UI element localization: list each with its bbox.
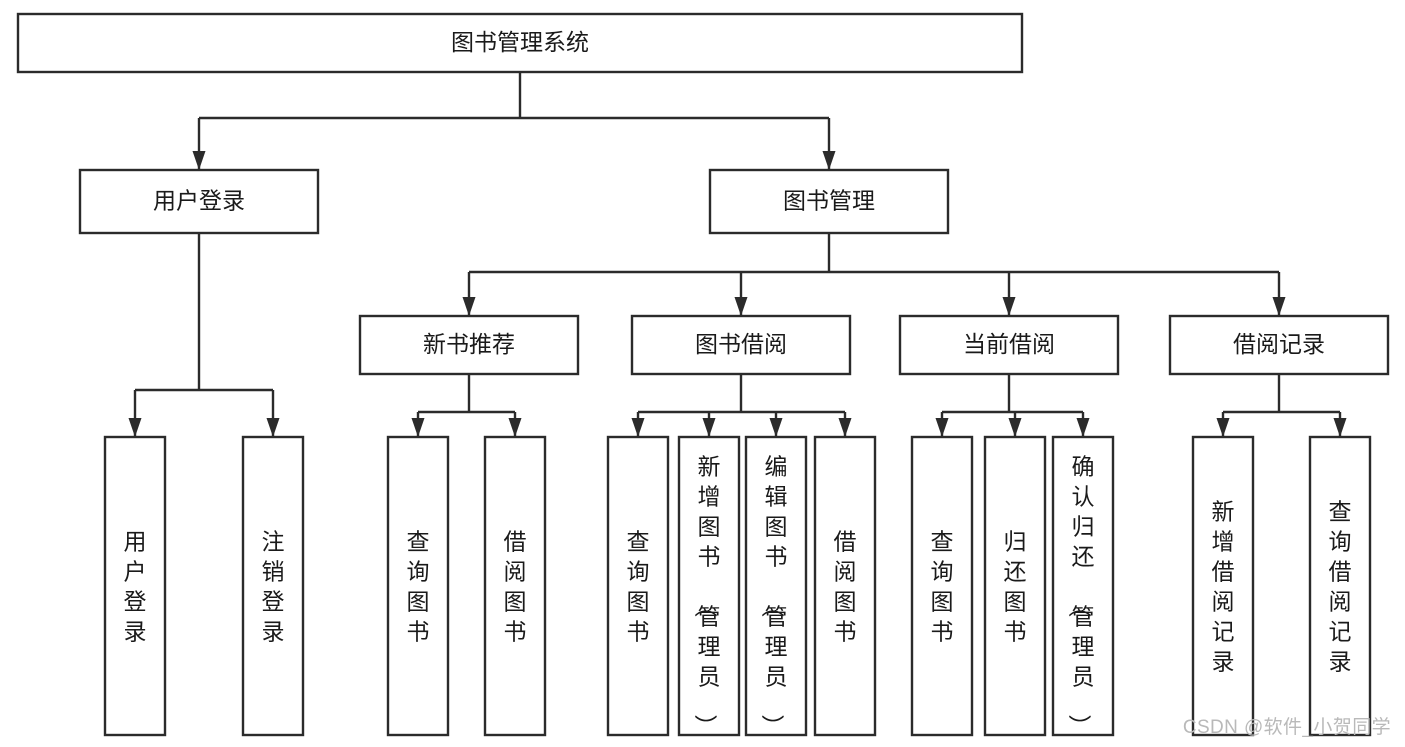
node-box-current-borrow	[898, 314, 1120, 376]
node-label-leaf-logout: 注销登录	[262, 528, 285, 644]
node-box-new-book-recommend	[358, 314, 580, 376]
node-box-leaf-query-book-3	[910, 435, 974, 737]
node-book-borrow[interactable]: 图书借阅	[630, 314, 852, 376]
node-label-leaf-query-book-2: 查询图书	[627, 528, 650, 644]
node-leaf-user-login[interactable]: 用户登录	[103, 435, 167, 737]
arrow-head-icon	[1076, 418, 1090, 437]
node-box-borrow-record	[1168, 314, 1390, 376]
node-leaf-query-book-1[interactable]: 查询图书	[386, 435, 450, 737]
node-leaf-borrow-book-1[interactable]: 借阅图书	[483, 435, 547, 737]
arrow-head-icon	[702, 418, 716, 437]
node-label-new-book-recommend: 新书推荐	[423, 331, 515, 357]
node-label-leaf-confirm-return: 确认归还（管理员）	[1067, 453, 1095, 737]
node-label-leaf-return-book: 归还图书	[1004, 528, 1027, 644]
arrow-head-icon	[822, 151, 836, 170]
node-label-leaf-borrow-book-2: 借阅图书	[834, 528, 857, 644]
arrow-head-icon	[935, 418, 949, 437]
node-box-leaf-confirm-return	[1051, 435, 1115, 737]
node-label-current-borrow: 当前借阅	[963, 331, 1055, 357]
node-box-leaf-add-record	[1191, 435, 1255, 737]
arrow-head-icon	[1272, 297, 1286, 316]
node-label-leaf-query-record: 查询借阅记录	[1329, 498, 1352, 674]
node-leaf-return-book[interactable]: 归还图书	[983, 435, 1047, 737]
node-box-book-manage	[708, 168, 950, 235]
arrow-head-icon	[128, 418, 142, 437]
node-book-manage[interactable]: 图书管理	[708, 168, 950, 235]
node-current-borrow[interactable]: 当前借阅	[898, 314, 1120, 376]
node-box-leaf-add-book	[677, 435, 741, 737]
arrow-head-icon	[462, 297, 476, 316]
node-leaf-edit-book[interactable]: 编辑图书（管理员）	[744, 435, 808, 737]
node-box-user-login	[78, 168, 320, 235]
arrow-head-icon	[192, 151, 206, 170]
node-box-leaf-borrow-book-1	[483, 435, 547, 737]
node-label-leaf-query-book-1: 查询图书	[407, 528, 430, 644]
node-box-leaf-logout	[241, 435, 305, 737]
node-label-borrow-record: 借阅记录	[1233, 331, 1325, 357]
node-root[interactable]: 图书管理系统	[16, 12, 1024, 74]
node-label-leaf-edit-book: 编辑图书（管理员）	[760, 453, 788, 737]
arrow-head-icon	[631, 418, 645, 437]
node-label-book-manage: 图书管理	[783, 188, 875, 214]
connectors-layer	[128, 72, 1347, 437]
arrow-head-icon	[1216, 418, 1230, 437]
node-box-leaf-query-book-2	[606, 435, 670, 737]
node-label-leaf-query-book-3: 查询图书	[931, 528, 954, 644]
node-label-leaf-borrow-book-1: 借阅图书	[504, 528, 527, 644]
arrow-head-icon	[769, 418, 783, 437]
node-box-leaf-user-login	[103, 435, 167, 737]
arrow-head-icon	[411, 418, 425, 437]
node-borrow-record[interactable]: 借阅记录	[1168, 314, 1390, 376]
arrow-head-icon	[1333, 418, 1347, 437]
node-leaf-confirm-return[interactable]: 确认归还（管理员）	[1051, 435, 1115, 737]
nodes-layer: 图书管理系统用户登录图书管理新书推荐图书借阅当前借阅借阅记录用户登录注销登录查询…	[16, 12, 1390, 737]
node-leaf-query-book-2[interactable]: 查询图书	[606, 435, 670, 737]
node-box-leaf-return-book	[983, 435, 1047, 737]
arrow-head-icon	[1002, 297, 1016, 316]
node-user-login[interactable]: 用户登录	[78, 168, 320, 235]
node-box-root	[16, 12, 1024, 74]
node-label-book-borrow: 图书借阅	[695, 331, 787, 357]
arrow-head-icon	[1008, 418, 1022, 437]
node-label-leaf-add-record: 新增借阅记录	[1212, 498, 1235, 674]
node-leaf-query-book-3[interactable]: 查询图书	[910, 435, 974, 737]
node-leaf-logout[interactable]: 注销登录	[241, 435, 305, 737]
arrow-head-icon	[838, 418, 852, 437]
node-leaf-add-book[interactable]: 新增图书（管理员）	[677, 435, 741, 737]
node-leaf-add-record[interactable]: 新增借阅记录	[1191, 435, 1255, 737]
node-label-leaf-user-login: 用户登录	[124, 528, 147, 644]
arrow-head-icon	[508, 418, 522, 437]
node-label-root: 图书管理系统	[451, 29, 589, 55]
node-box-leaf-query-book-1	[386, 435, 450, 737]
node-box-book-borrow	[630, 314, 852, 376]
node-box-leaf-edit-book	[744, 435, 808, 737]
node-new-book-recommend[interactable]: 新书推荐	[358, 314, 580, 376]
arrow-head-icon	[266, 418, 280, 437]
node-label-leaf-add-book: 新增图书（管理员）	[693, 453, 721, 737]
arrow-head-icon	[734, 297, 748, 316]
node-leaf-borrow-book-2[interactable]: 借阅图书	[813, 435, 877, 737]
node-leaf-query-record[interactable]: 查询借阅记录	[1308, 435, 1372, 737]
node-box-leaf-borrow-book-2	[813, 435, 877, 737]
node-box-leaf-query-record	[1308, 435, 1372, 737]
node-label-user-login: 用户登录	[153, 188, 245, 214]
